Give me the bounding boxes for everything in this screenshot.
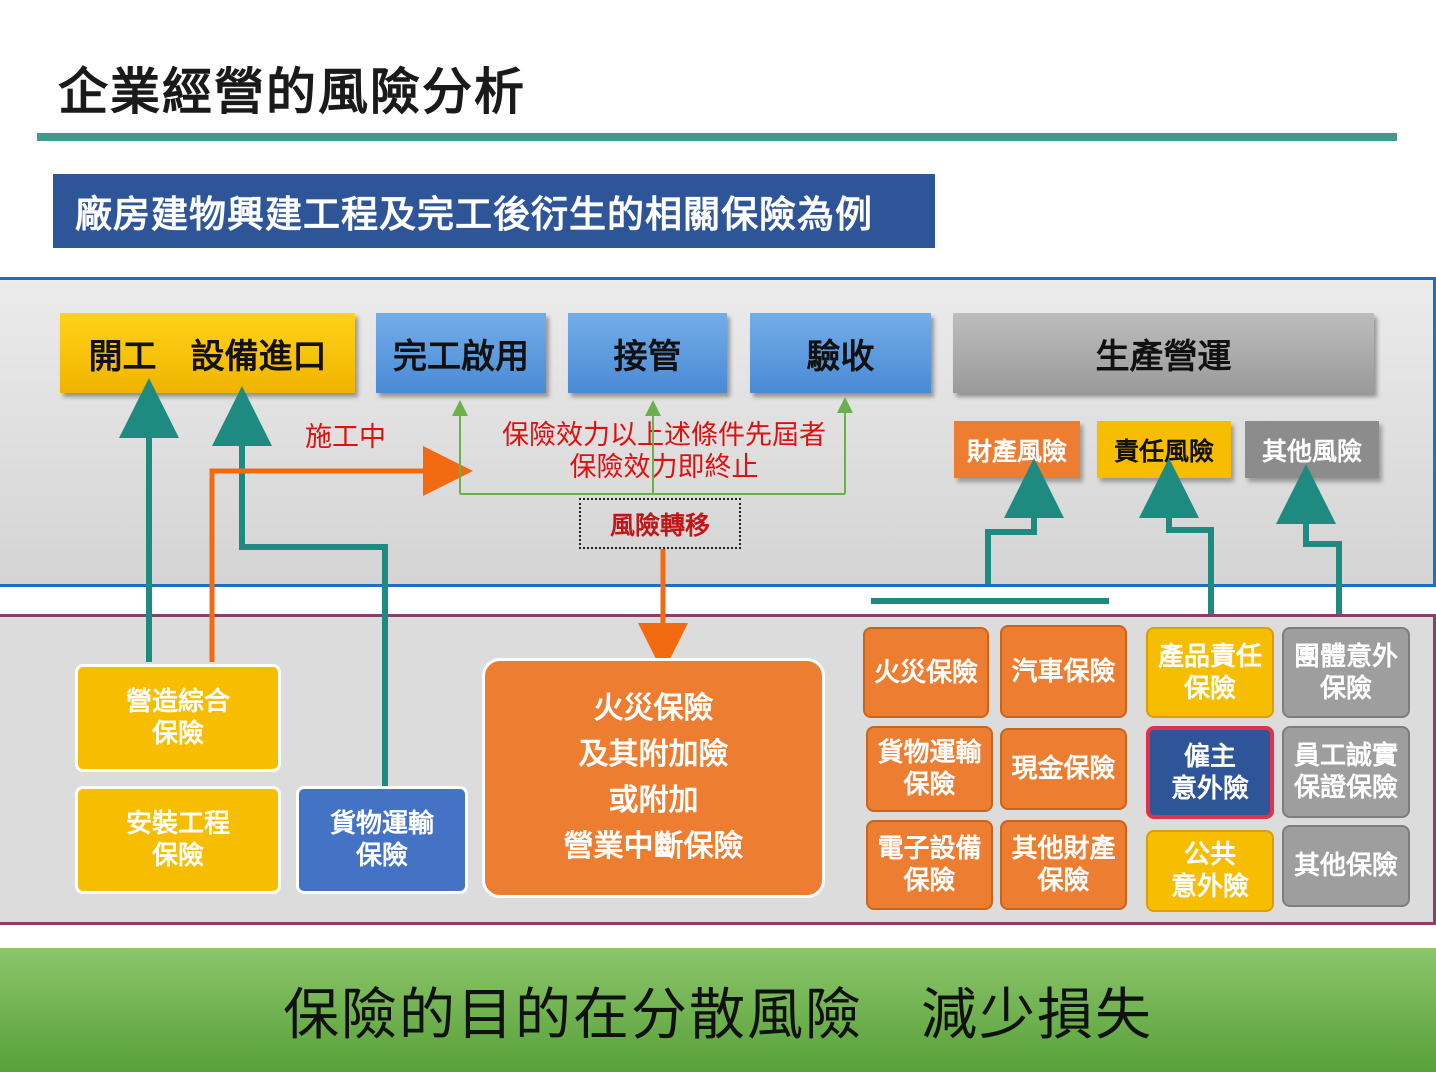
other-fidelity-line1: 員工誠實	[1293, 741, 1398, 771]
car-line1: 營造綜合	[125, 687, 230, 717]
title-divider	[37, 133, 1397, 141]
construction-all-risk-box: 營造綜合 保險	[75, 664, 281, 772]
liability-employer-box: 僱主 意外險	[1146, 726, 1274, 819]
termination-note-line2: 保險效力即終止	[569, 452, 759, 483]
cargo-line2: 保險	[355, 841, 408, 871]
cargo-transport-box: 貨物運輸 保險	[296, 786, 468, 894]
liability-risk-arrow	[1139, 458, 1214, 614]
ear-line2: 保險	[151, 841, 204, 871]
property-electronic-line1: 電子設備	[877, 834, 982, 864]
liability-product-box: 產品責任 保險	[1146, 627, 1274, 718]
liability-employer-line2: 意外險	[1170, 773, 1249, 804]
property-auto-box: 汽車保險	[1000, 625, 1127, 718]
cargo-line1: 貨物運輸	[329, 809, 434, 839]
liability-public-line1: 公共	[1183, 840, 1236, 870]
fire-main-line2: 及其附加險	[578, 737, 729, 772]
fire-main-line1: 火災保險	[593, 691, 714, 726]
risk-transfer-label: 風險轉移	[579, 498, 741, 549]
property-other-line1: 其他財產	[1011, 834, 1116, 864]
erection-all-risk-box: 安裝工程 保險	[75, 786, 281, 894]
car-line2: 保險	[151, 719, 204, 749]
property-auto-label: 汽車保險	[1011, 656, 1116, 687]
liability-public-box: 公共 意外險	[1146, 830, 1274, 912]
cargo-to-start-arrow	[212, 386, 388, 788]
ear-line1: 安裝工程	[125, 809, 230, 839]
property-cash-box: 現金保險	[1000, 728, 1127, 810]
property-fire-label: 火災保險	[873, 657, 978, 688]
property-cargo-line2: 保險	[903, 770, 956, 800]
stage-takeover: 接管	[568, 313, 727, 393]
property-electronic-line2: 保險	[903, 866, 956, 896]
other-misc-label: 其他保險	[1293, 851, 1398, 881]
other-group-accident-box: 團體意外 保險	[1282, 627, 1410, 718]
stage-acceptance: 驗收	[750, 313, 931, 393]
property-electronic-box: 電子設備 保險	[866, 820, 993, 910]
footer-slogan: 保險的目的在分散風險 減少損失	[0, 948, 1436, 1072]
liability-public-line2: 意外險	[1170, 872, 1249, 902]
fire-insurance-main-box: 火災保險 及其附加險 或附加 營業中斷保險	[482, 658, 825, 898]
other-fidelity-box: 員工誠實 保證保險	[1282, 726, 1410, 818]
property-other-line2: 保險	[1037, 866, 1090, 896]
other-risk-arrow	[1276, 464, 1342, 614]
car-to-completion-arrow	[209, 446, 473, 662]
other-group-accident-line2: 保險	[1319, 673, 1372, 704]
other-group-accident-line1: 團體意外	[1293, 641, 1398, 672]
property-cargo-box: 貨物運輸 保險	[866, 726, 993, 812]
subtitle-banner: 廠房建物興建工程及完工後衍生的相關保險為例	[53, 174, 935, 248]
fire-main-line4: 營業中斷保險	[563, 829, 744, 864]
property-other-box: 其他財產 保險	[1000, 820, 1127, 910]
stage-start-import: 開工 設備進口	[60, 313, 355, 393]
liability-product-line2: 保險	[1183, 673, 1236, 704]
other-misc-box: 其他保險	[1282, 825, 1410, 907]
stage-completion: 完工啟用	[376, 313, 546, 393]
fire-main-line3: 或附加	[608, 783, 699, 818]
property-cargo-line1: 貨物運輸	[877, 738, 982, 768]
property-fire-box: 火災保險	[863, 627, 989, 718]
under-construction-label: 施工中	[305, 422, 386, 453]
stage-operation: 生產營運	[953, 313, 1374, 393]
other-fidelity-line2: 保證保險	[1293, 773, 1398, 803]
liability-employer-line1: 僱主	[1183, 741, 1236, 772]
liability-product-line1: 產品責任	[1157, 641, 1262, 672]
property-risk-arrow	[985, 458, 1064, 584]
page-title: 企業經營的風險分析	[58, 63, 526, 121]
property-cash-label: 現金保險	[1011, 754, 1116, 784]
termination-note-line1: 保險效力以上述條件先屆者	[502, 420, 826, 451]
